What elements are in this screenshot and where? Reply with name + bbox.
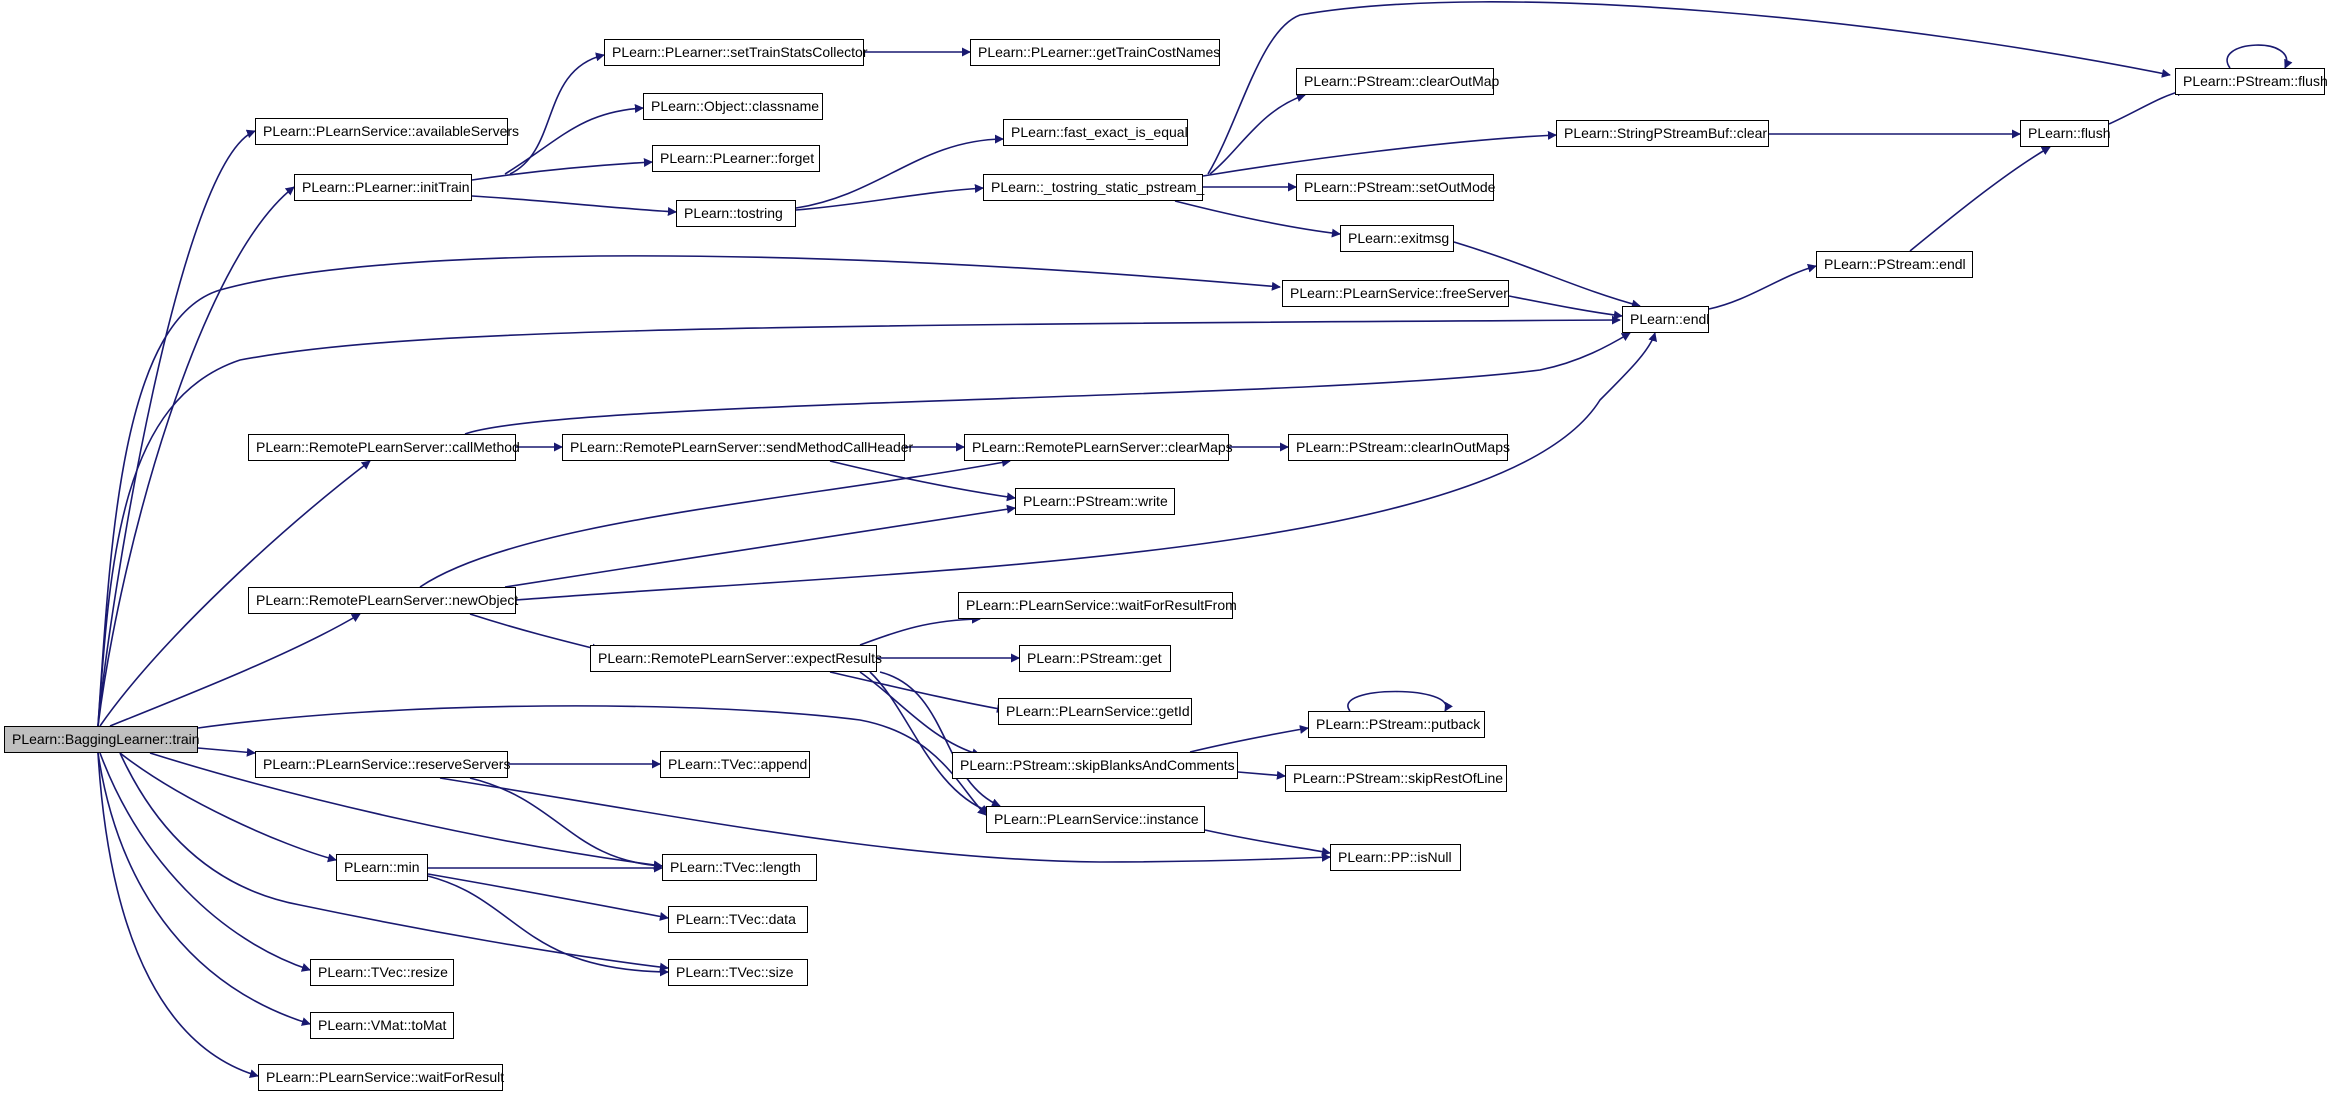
edge-expect-results-to-skip-blanks-and-comments <box>859 671 981 757</box>
edge-putback-self-loop <box>1347 690 1453 712</box>
node-clear-in-out-maps[interactable]: PLearn::PStream::clearInOutMaps <box>1288 434 1510 461</box>
edge-new-object-to-write <box>504 504 1016 588</box>
edge-tostring-static-pstream-to-string-pstreambuf-clear <box>1202 130 1557 177</box>
node-wait-for-result[interactable]: PLearn::PLearnService::waitForResult <box>258 1064 504 1091</box>
edge-new-object-to-endl <box>515 332 1658 601</box>
edge-min-to-tvec-size <box>427 875 669 977</box>
node-expect-results[interactable]: PLearn::RemotePLearnServer::expectResult… <box>590 645 882 672</box>
node-wait-for-result-from[interactable]: PLearn::PLearnService::waitForResultFrom <box>958 592 1237 619</box>
edge-reserve-servers-to-is-null <box>439 777 1331 863</box>
edge-free-server-to-endl <box>1508 295 1623 320</box>
edge-pstream-flush-self-loop <box>2226 44 2293 69</box>
node-flush[interactable]: PLearn::flush <box>2020 120 2111 147</box>
node-tostring[interactable]: PLearn::tostring <box>676 200 796 227</box>
node-tvec-append[interactable]: PLearn::TVec::append <box>660 751 810 778</box>
edge-init-train-to-forget <box>471 157 653 181</box>
node-tvec-data[interactable]: PLearn::TVec::data <box>668 906 808 933</box>
edge-tostring-static-pstream-to-exitmsg <box>1174 200 1341 238</box>
node-forget[interactable]: PLearn::PLearner::forget <box>652 145 820 172</box>
edge-tostring-static-pstream-to-clear-out-map <box>1209 93 1306 175</box>
node-set-out-mode[interactable]: PLearn::PStream::setOutMode <box>1296 174 1495 201</box>
edge-init-train-to-tostring <box>471 195 677 217</box>
node-get[interactable]: PLearn::PStream::get <box>1019 645 1171 672</box>
node-write[interactable]: PLearn::PStream::write <box>1015 488 1175 515</box>
edge-root-to-tvec-size <box>119 752 669 972</box>
edge-call-method-to-endl <box>464 332 1631 435</box>
edge-root-to-init-train <box>97 186 295 727</box>
edge-pstream-endl-to-flush <box>1909 146 2051 252</box>
edge-instance-to-is-null <box>1204 829 1331 857</box>
node-pstream-endl[interactable]: PLearn::PStream::endl <box>1816 251 1973 278</box>
node-clear-out-map[interactable]: PLearn::PStream::clearOutMap <box>1296 68 1499 95</box>
node-classname[interactable]: PLearn::Object::classname <box>643 93 823 120</box>
node-tvec-length[interactable]: PLearn::TVec::length <box>662 854 817 881</box>
node-call-method[interactable]: PLearn::RemotePLearnServer::callMethod <box>248 434 520 461</box>
node-new-object[interactable]: PLearn::RemotePLearnServer::newObject <box>248 587 518 614</box>
node-tvec-resize[interactable]: PLearn::TVec::resize <box>310 959 454 986</box>
edge-tostring-static-pstream-to-pstream-flush <box>1207 1 2171 175</box>
edge-send-method-call-header-to-write <box>829 460 1016 502</box>
node-bagging-train[interactable]: PLearn::BaggingLearner::train <box>4 726 200 753</box>
edge-skip-blanks-and-comments-to-skip-rest-of-line <box>1237 770 1286 780</box>
node-reserve-servers[interactable]: PLearn::PLearnService::reserveServers <box>255 751 510 778</box>
edge-new-object-to-expect-results <box>469 613 601 653</box>
edge-root-to-wait-for-result <box>97 752 259 1079</box>
edge-init-train-to-set-train-stats-collector <box>509 52 605 175</box>
node-send-method-call-header[interactable]: PLearn::RemotePLearnServer::sendMethodCa… <box>562 434 913 461</box>
edge-init-train-to-classname <box>504 104 644 175</box>
edge-root-to-free-server <box>97 255 1281 727</box>
edge-root-to-tvec-resize <box>99 752 311 972</box>
node-skip-blanks-and-comments[interactable]: PLearn::PStream::skipBlanksAndComments <box>952 752 1238 779</box>
node-putback[interactable]: PLearn::PStream::putback <box>1308 711 1485 738</box>
node-is-null[interactable]: PLearn::PP::isNull <box>1330 844 1461 871</box>
node-init-train[interactable]: PLearn::PLearner::initTrain <box>294 174 472 201</box>
edge-root-to-call-method <box>99 460 371 727</box>
edge-expect-results-to-wait-for-result-from <box>859 614 981 646</box>
node-min[interactable]: PLearn::min <box>336 854 428 881</box>
node-pstream-flush[interactable]: PLearn::PStream::flush <box>2175 68 2328 95</box>
node-string-pstreambuf-clear[interactable]: PLearn::StringPStreamBuf::clear <box>1556 120 1769 147</box>
node-available-servers[interactable]: PLearn::PLearnService::availableServers <box>255 118 519 145</box>
edge-root-to-available-servers <box>97 129 256 727</box>
edge-root-to-min <box>119 752 337 863</box>
node-skip-rest-of-line[interactable]: PLearn::PStream::skipRestOfLine <box>1285 765 1507 792</box>
edge-flush-to-pstream-flush <box>2108 87 2186 125</box>
edge-tostring-to-fast-exact-is-equal <box>795 134 1004 209</box>
edge-reserve-servers-to-tvec-length <box>469 777 663 870</box>
edge-root-to-tvec-length <box>149 752 663 870</box>
edge-root-to-vmat-to-mat <box>97 752 311 1026</box>
node-tostring-static-pstream[interactable]: PLearn::_tostring_static_pstream_ <box>983 174 1204 201</box>
edge-skip-blanks-and-comments-to-putback <box>1189 724 1309 753</box>
node-exitmsg[interactable]: PLearn::exitmsg <box>1340 225 1454 252</box>
edge-root-to-new-object <box>109 613 361 727</box>
node-get-train-cost-names[interactable]: PLearn::PLearner::getTrainCostNames <box>970 39 1220 66</box>
node-get-id[interactable]: PLearn::PLearnService::getId <box>998 698 1192 725</box>
node-set-train-stats-collector[interactable]: PLearn::PLearner::setTrainStatsCollector <box>604 39 868 66</box>
edge-expect-results-to-instance <box>869 671 991 814</box>
edge-root-to-endl <box>97 315 1621 727</box>
node-clear-maps[interactable]: PLearn::RemotePLearnServer::clearMaps <box>964 434 1233 461</box>
edge-min-to-tvec-data <box>427 873 669 921</box>
edge-exitmsg-to-endl <box>1453 241 1641 309</box>
node-free-server[interactable]: PLearn::PLearnService::freeServer <box>1282 280 1509 307</box>
node-fast-exact-is-equal[interactable]: PLearn::fast_exact_is_equal <box>1003 119 1188 146</box>
edge-expect-results-to-get-id <box>829 671 1006 713</box>
edge-tostring-to-tostring-static-pstream <box>795 184 984 211</box>
edge-expect-results-to-instance-alt <box>879 671 1001 807</box>
edge-root-to-reserve-servers <box>197 747 256 757</box>
edge-new-object-to-clear-maps <box>419 458 1011 588</box>
edge-endl-to-pstream-endl <box>1708 263 1817 310</box>
node-vmat-to-mat[interactable]: PLearn::VMat::toMat <box>310 1012 454 1039</box>
node-endl[interactable]: PLearn::endl <box>1622 306 1709 333</box>
node-tvec-size[interactable]: PLearn::TVec::size <box>668 959 808 986</box>
edge-root-to-instance <box>197 705 987 816</box>
node-instance[interactable]: PLearn::PLearnService::instance <box>986 806 1205 833</box>
